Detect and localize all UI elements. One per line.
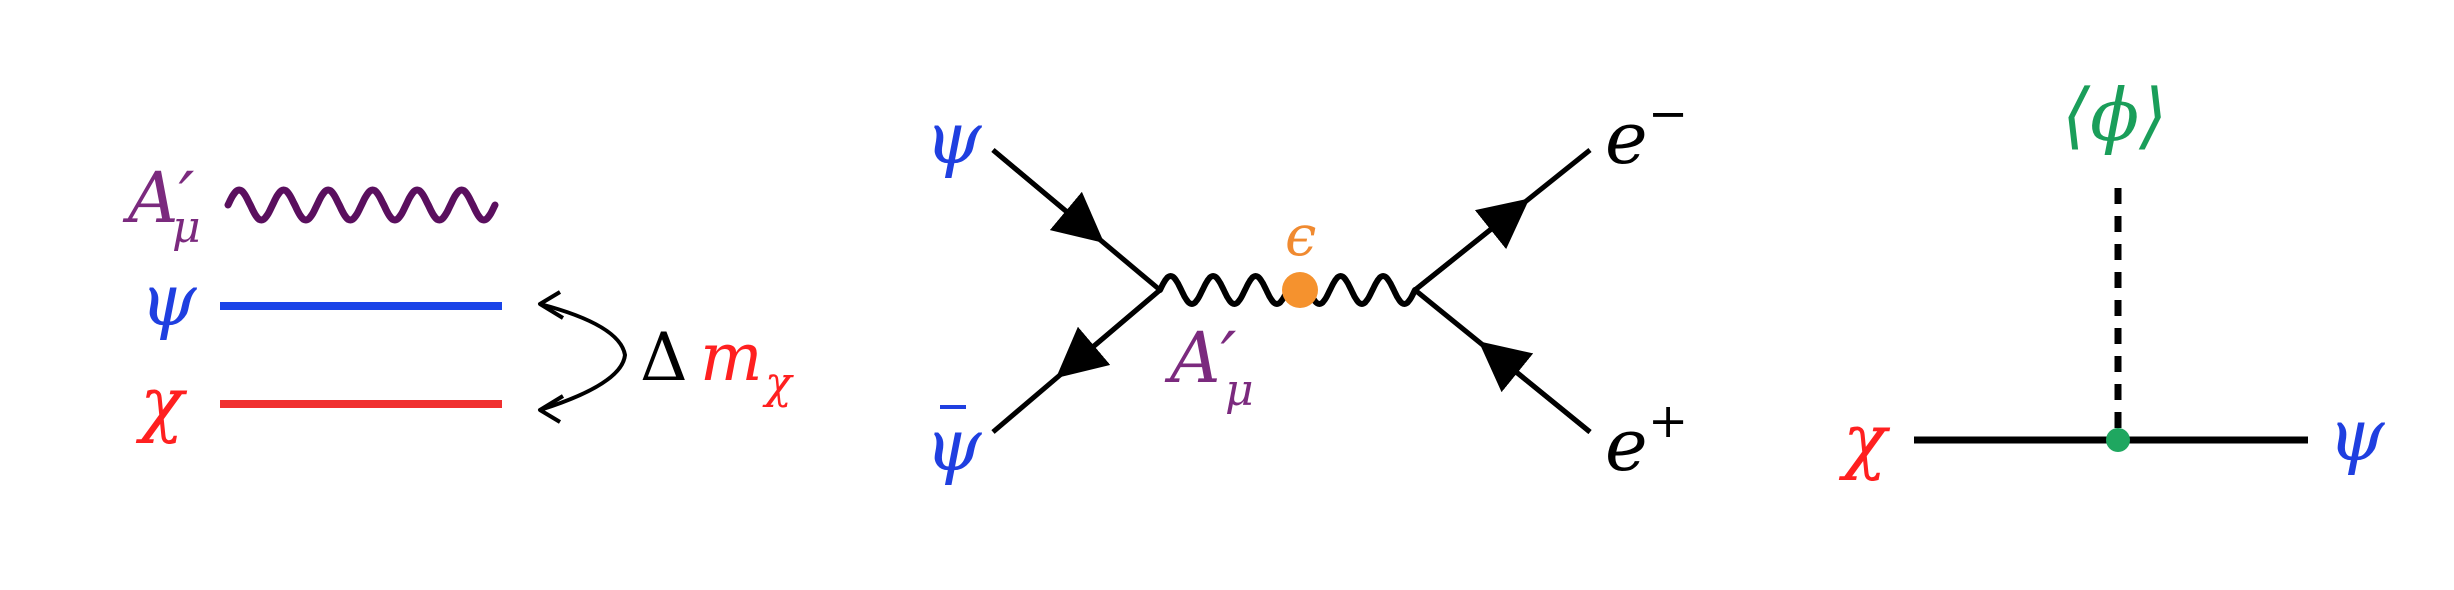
arrowhead-down-icon: [538, 394, 565, 424]
psi-incoming-label: ψ: [925, 96, 983, 180]
delta-symbol: Δ: [640, 319, 688, 396]
positron-superscript: +: [1648, 393, 1688, 449]
electron-superscript: −: [1648, 86, 1688, 142]
positron-label: e: [1605, 403, 1648, 487]
mass-splitting-arrow: [539, 302, 628, 412]
electron-label: e: [1605, 96, 1648, 180]
panel-spectrum: A′ μ ψ χ Δ m χ: [122, 157, 794, 445]
dark-photon-subscript: μ: [172, 202, 201, 253]
chi-state-label: χ: [135, 361, 188, 445]
psi-state-label: ψ: [140, 258, 198, 342]
kinetic-mixing-vertex: [1282, 272, 1318, 308]
epsilon-label: ϵ: [1285, 204, 1316, 269]
panel-vertex: ⟨ϕ⟩ χ ψ: [1838, 73, 2386, 482]
positron-line-arrow: [1478, 341, 1592, 434]
mediator-label: A′: [1164, 317, 1237, 399]
psi-line-arrow: [991, 148, 1105, 244]
chi-vertex-label: χ: [1838, 398, 1891, 482]
psi-vertex-label: ψ: [2328, 393, 2386, 477]
psibar-line-arrow: [1055, 288, 1162, 379]
vev-label: ⟨ϕ⟩: [2062, 73, 2167, 157]
arrowhead-up-icon: [538, 290, 565, 320]
dark-photon-label: A′: [122, 157, 195, 239]
yukawa-vertex: [2106, 428, 2130, 452]
delta-m-symbol: m: [700, 319, 763, 396]
dark-photon-wave: [224, 186, 499, 224]
psibar-incoming-label: ψ: [925, 403, 983, 487]
electron-line-arrow: [1413, 198, 1530, 292]
mediator-subscript: μ: [1225, 365, 1254, 416]
delta-m-subscript: χ: [762, 358, 794, 409]
panel-feynman: ψ ψ ϵ A′ μ e − e +: [925, 86, 1688, 487]
